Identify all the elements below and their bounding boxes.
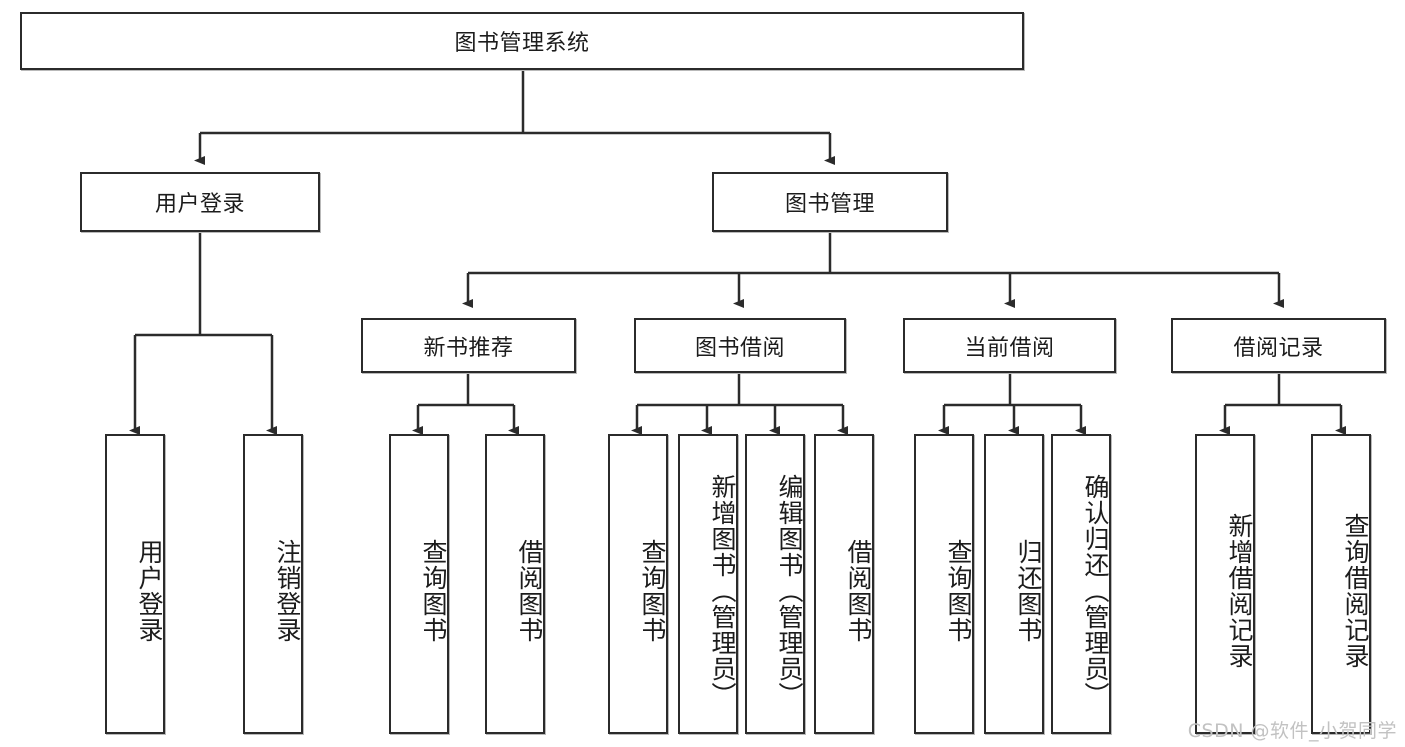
node-current-borrow-label: 当前借阅 [964, 335, 1055, 361]
leaf-borrow-borrow-book[interactable]: 借阅图书 [814, 434, 874, 734]
leaf-newbook-borrow-book[interactable]: 借阅图书 [485, 434, 545, 734]
leaf-current-confirm-return-admin-label: 确认归还（管理员） [1081, 474, 1110, 708]
node-new-book-recommend-label: 新书推荐 [423, 335, 514, 361]
leaf-newbook-borrow-book-label: 借阅图书 [515, 539, 544, 643]
leaf-records-query-record-label: 查询借阅记录 [1341, 513, 1370, 669]
leaf-user-login-label: 用户登录 [135, 539, 164, 643]
node-book-management-label: 图书管理 [784, 192, 875, 217]
node-borrow-records[interactable]: 借阅记录 [1171, 318, 1386, 373]
leaf-newbook-query-book[interactable]: 查询图书 [389, 434, 449, 734]
leaf-borrow-borrow-book-label: 借阅图书 [844, 539, 873, 643]
leaf-current-query-book-label: 查询图书 [944, 539, 973, 643]
node-book-borrow[interactable]: 图书借阅 [634, 318, 846, 373]
node-borrow-records-label: 借阅记录 [1233, 335, 1324, 361]
leaf-user-login[interactable]: 用户登录 [105, 434, 165, 734]
leaf-current-query-book[interactable]: 查询图书 [914, 434, 974, 734]
node-user-login-label: 用户登录 [154, 192, 245, 217]
leaf-logout-label: 注销登录 [273, 539, 302, 643]
watermark-text: CSDN @软件_小贺同学 [1187, 720, 1397, 742]
node-current-borrow[interactable]: 当前借阅 [903, 318, 1116, 373]
leaf-current-return-book[interactable]: 归还图书 [984, 434, 1044, 734]
leaf-logout[interactable]: 注销登录 [243, 434, 303, 734]
leaf-borrow-query-book-label: 查询图书 [638, 539, 667, 643]
leaf-borrow-query-book[interactable]: 查询图书 [608, 434, 668, 734]
leaf-borrow-edit-book-admin[interactable]: 编辑图书（管理员） [745, 434, 805, 734]
leaf-records-query-record[interactable]: 查询借阅记录 [1311, 434, 1371, 734]
leaf-current-return-book-label: 归还图书 [1014, 539, 1043, 643]
leaf-borrow-add-book-admin-label: 新增图书（管理员） [708, 474, 737, 708]
leaf-records-add-record-label: 新增借阅记录 [1225, 513, 1254, 669]
leaf-newbook-query-book-label: 查询图书 [419, 539, 448, 643]
node-root-label: 图书管理系统 [454, 31, 590, 56]
leaf-borrow-add-book-admin[interactable]: 新增图书（管理员） [678, 434, 738, 734]
node-new-book-recommend[interactable]: 新书推荐 [361, 318, 576, 373]
node-book-borrow-label: 图书借阅 [694, 335, 785, 361]
node-book-management[interactable]: 图书管理 [712, 172, 948, 232]
leaf-borrow-edit-book-admin-label: 编辑图书（管理员） [775, 474, 804, 708]
node-user-login[interactable]: 用户登录 [80, 172, 320, 232]
node-root[interactable]: 图书管理系统 [20, 12, 1024, 70]
leaf-current-confirm-return-admin[interactable]: 确认归还（管理员） [1051, 434, 1111, 734]
leaf-records-add-record[interactable]: 新增借阅记录 [1195, 434, 1255, 734]
